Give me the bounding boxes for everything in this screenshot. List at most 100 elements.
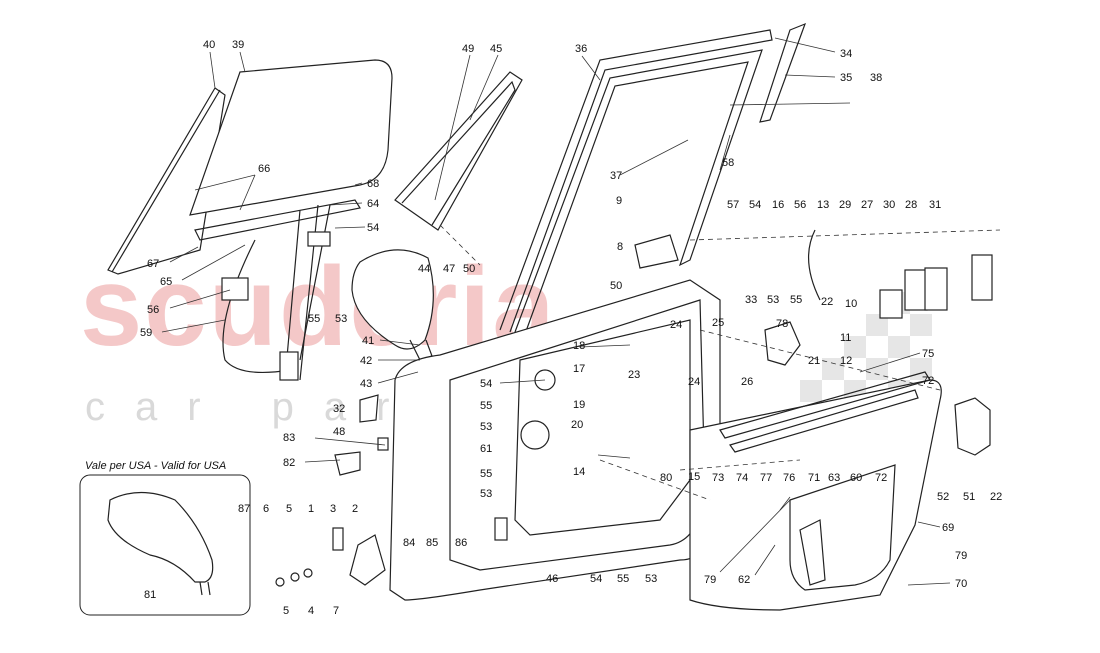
callout-47: 47 (443, 263, 455, 275)
callout-1: 1 (308, 503, 314, 515)
callout-2: 2 (352, 503, 358, 515)
callout-87: 87 (238, 503, 250, 515)
callout-28: 28 (905, 199, 917, 211)
callout-42: 42 (360, 355, 372, 367)
callout-30: 30 (883, 199, 895, 211)
callout-40: 40 (203, 39, 215, 51)
callout-74: 74 (736, 472, 748, 484)
callout-66: 66 (258, 163, 270, 175)
callout-52: 52 (937, 491, 949, 503)
callout-86: 86 (455, 537, 467, 549)
callout-63: 63 (828, 472, 840, 484)
callout-10: 10 (845, 298, 857, 310)
callout-56a: 56 (147, 304, 159, 316)
callout-24a: 24 (670, 319, 682, 331)
callout-6: 6 (263, 503, 269, 515)
door-glass (189, 59, 393, 216)
callout-4: 4 (308, 605, 314, 617)
callout-49: 49 (462, 43, 474, 55)
callout-54d: 54 (480, 378, 492, 390)
callout-55b: 55 (617, 573, 629, 585)
callout-8: 8 (617, 241, 623, 253)
callout-59: 59 (140, 327, 152, 339)
callout-72b: 72 (875, 472, 887, 484)
callout-46: 46 (546, 573, 558, 585)
callout-7: 7 (333, 605, 339, 617)
callout-19: 19 (573, 399, 585, 411)
callout-44: 44 (418, 263, 430, 275)
outer-door-trim (689, 371, 942, 611)
callout-45: 45 (490, 43, 502, 55)
callout-9: 9 (616, 195, 622, 207)
callout-64: 64 (367, 198, 379, 210)
callout-58: 58 (722, 157, 734, 169)
usa-variant-inset: Vale per USA - Valid for USA 81 (79, 460, 251, 616)
callout-77: 77 (760, 472, 772, 484)
callout-67: 67 (147, 258, 159, 270)
callout-leaders (161, 37, 951, 586)
door-handle (634, 234, 826, 586)
callout-54a: 54 (367, 222, 379, 234)
callout-21: 21 (808, 355, 820, 367)
callout-13: 13 (817, 199, 829, 211)
callout-75: 75 (922, 348, 934, 360)
callout-48: 48 (333, 426, 345, 438)
callout-53d: 53 (480, 421, 492, 433)
callout-55e: 55 (480, 468, 492, 480)
callout-23: 23 (628, 369, 640, 381)
callout-72a: 72 (922, 375, 934, 387)
callout-11: 11 (840, 332, 851, 344)
callout-61: 61 (480, 443, 492, 455)
callout-20: 20 (571, 419, 583, 431)
callout-83: 83 (283, 432, 295, 444)
callout-53a: 53 (335, 313, 347, 325)
callout-79b: 79 (955, 550, 967, 562)
callout-43: 43 (360, 378, 372, 390)
inset-part-number: 81 (144, 589, 156, 601)
door-lock (764, 229, 993, 366)
callout-76: 76 (783, 472, 795, 484)
callout-50a: 50 (463, 263, 475, 275)
callout-24b: 24 (688, 376, 700, 388)
callout-labels: 40 39 49 45 36 34 35 38 66 68 64 54 67 6… (140, 39, 1002, 617)
latch-striker (954, 397, 991, 456)
callout-60: 60 (850, 472, 862, 484)
callout-65: 65 (160, 276, 172, 288)
callout-14: 14 (573, 466, 585, 478)
callout-80: 80 (660, 472, 672, 484)
hinge-parts (275, 394, 389, 587)
callout-53c: 53 (767, 294, 779, 306)
callout-41: 41 (362, 335, 374, 347)
callout-55c: 55 (790, 294, 802, 306)
callout-85: 85 (426, 537, 438, 549)
callout-31: 31 (929, 199, 941, 211)
callout-56b: 56 (794, 199, 806, 211)
vent-frame (394, 71, 523, 231)
callout-69: 69 (942, 522, 954, 534)
callout-78: 78 (776, 318, 788, 330)
callout-50b: 50 (610, 280, 622, 292)
callout-38: 38 (870, 72, 882, 84)
callout-25: 25 (712, 317, 724, 329)
callout-73: 73 (712, 472, 724, 484)
callout-33: 33 (745, 294, 757, 306)
callout-37: 37 (610, 170, 622, 182)
callout-17: 17 (573, 363, 585, 375)
callout-34: 34 (840, 48, 852, 60)
quarter-glass (107, 87, 226, 275)
callout-32: 32 (333, 403, 345, 415)
callout-39: 39 (232, 39, 244, 51)
callout-26: 26 (741, 376, 753, 388)
inset-title: Vale per USA - Valid for USA (85, 460, 226, 472)
callout-22b: 22 (990, 491, 1002, 503)
callout-62: 62 (738, 574, 750, 586)
assembly-guides (439, 224, 1001, 501)
callout-79a: 79 (704, 574, 716, 586)
window-regulator (194, 199, 361, 381)
callout-53e: 53 (480, 488, 492, 500)
callout-51: 51 (963, 491, 975, 503)
callout-15: 15 (688, 471, 700, 483)
callout-57: 57 (727, 199, 739, 211)
callout-68: 68 (367, 178, 379, 190)
